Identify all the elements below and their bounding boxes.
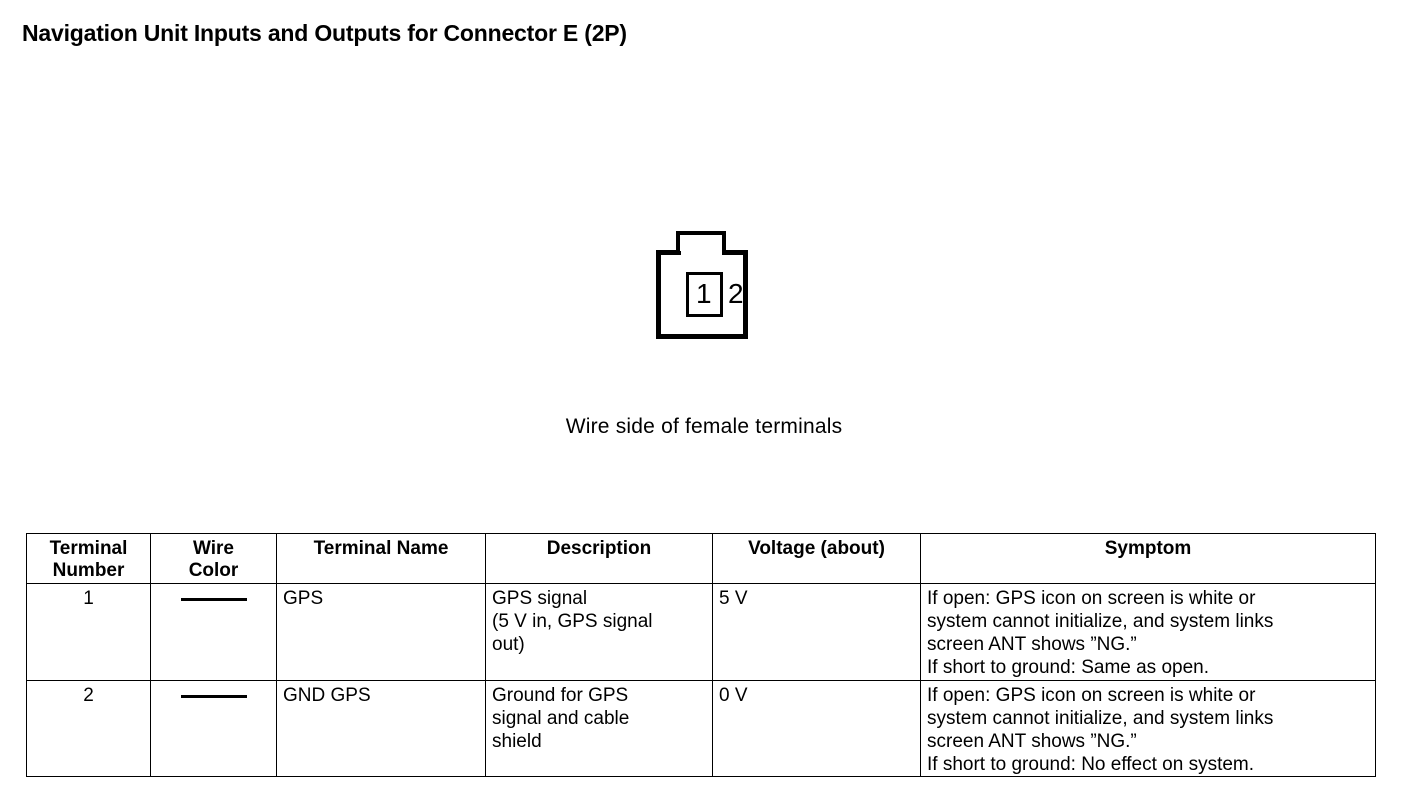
symptom-line-1: If open: GPS icon on screen is white or <box>927 587 1256 609</box>
header-terminal-name: Terminal Name <box>276 533 486 584</box>
cell-symptom: If open: GPS icon on screen is white or … <box>920 679 1376 778</box>
cell-symptom: If open: GPS icon on screen is white or … <box>920 582 1376 681</box>
header-wire-color-line1: Wire <box>192 538 234 559</box>
connector-diagram: 1 2 <box>656 231 750 341</box>
description-line-1: Ground for GPS <box>492 684 629 706</box>
description-line-3: out) <box>492 634 525 656</box>
cell-description: GPS signal (5 V in, GPS signal out) <box>485 582 713 681</box>
description-line-3: shield <box>492 730 542 752</box>
connector-tab-gap <box>681 247 722 255</box>
cell-terminal-name: GPS <box>276 582 486 681</box>
cell-wire-color <box>150 679 277 778</box>
symptom-line-2: system cannot initialize, and system lin… <box>927 610 1274 632</box>
description-line-1: GPS signal <box>492 587 588 609</box>
description-line-2: signal and cable <box>492 707 630 729</box>
symptom-line-3: screen ANT shows ”NG.” <box>927 634 1137 656</box>
cell-terminal-number: 1 <box>26 582 151 681</box>
header-voltage: Voltage (about) <box>712 533 921 584</box>
header-terminal-number-line2: Number <box>52 560 125 582</box>
terminal-2-number: 2 <box>728 278 744 309</box>
terminal-io-table: Terminal Number Wire Color Terminal Name… <box>26 533 1376 778</box>
header-symptom: Symptom <box>920 533 1376 584</box>
cell-wire-color <box>150 582 277 681</box>
wire-color-dash-icon <box>180 597 247 601</box>
page-title: Navigation Unit Inputs and Outputs for C… <box>22 20 627 46</box>
cell-description: Ground for GPS signal and cable shield <box>485 679 713 778</box>
table-row: 1 GPS GPS signal (5 V in, GPS signal out… <box>26 582 1376 681</box>
cell-terminal-number: 2 <box>26 679 151 778</box>
symptom-line-4: If short to ground: No effect on system. <box>927 754 1255 776</box>
description-line-2: (5 V in, GPS signal <box>492 610 653 632</box>
header-description: Description <box>485 533 713 584</box>
connector-locking-tab <box>676 231 726 251</box>
symptom-line-1: If open: GPS icon on screen is white or <box>927 684 1256 706</box>
header-wire-color: Wire Color <box>150 533 277 584</box>
header-wire-color-line2: Color <box>188 560 239 582</box>
terminal-1-cavity-outline <box>686 272 723 317</box>
symptom-line-3: screen ANT shows ”NG.” <box>927 730 1137 752</box>
cell-voltage: 0 V <box>712 679 921 778</box>
cell-terminal-name: GND GPS <box>276 679 486 778</box>
diagram-caption: Wire side of female terminals <box>565 415 843 438</box>
symptom-line-4: If short to ground: Same as open. <box>927 657 1210 679</box>
symptom-line-2: system cannot initialize, and system lin… <box>927 707 1274 729</box>
wire-color-dash-icon <box>180 694 247 698</box>
header-terminal-number: Terminal Number <box>26 533 151 584</box>
table-header-row: Terminal Number Wire Color Terminal Name… <box>26 533 1376 584</box>
header-terminal-number-line1: Terminal <box>49 538 128 559</box>
cell-voltage: 5 V <box>712 582 921 681</box>
terminal-1-number: 1 <box>696 278 712 309</box>
table-row: 2 GND GPS Ground for GPS signal and cabl… <box>26 679 1376 778</box>
